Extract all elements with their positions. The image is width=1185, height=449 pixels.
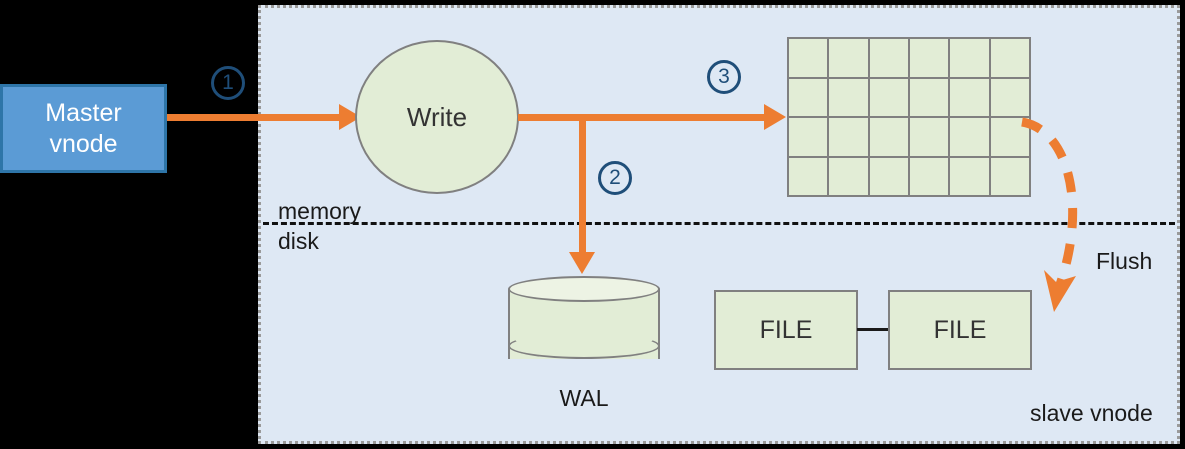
memtable-cell <box>829 118 868 156</box>
memtable-cell <box>789 78 828 116</box>
memtable-cell <box>990 157 1029 195</box>
memory-disk-divider <box>263 222 1175 225</box>
flush-label: Flush <box>1096 248 1153 274</box>
step-circle-3: 3 <box>707 60 741 94</box>
memtable-cell <box>829 78 868 116</box>
memtable-cell <box>789 157 828 195</box>
file-box-1-label: FILE <box>759 315 813 344</box>
memtable-cell <box>789 118 828 156</box>
disk-label: disk <box>278 228 319 254</box>
memtable-cell <box>909 157 949 195</box>
master-vnode-label: Master vnode <box>45 99 122 158</box>
memtable-cell <box>990 78 1029 116</box>
master-vnode-box[interactable]: Master vnode <box>0 84 167 173</box>
memtable-cell <box>950 118 989 156</box>
memtable-cell <box>829 157 868 195</box>
memtable-cell <box>909 39 949 77</box>
file-connector-line <box>857 328 889 331</box>
memtable-cell <box>789 39 828 77</box>
wal-cylinder[interactable] <box>508 276 660 372</box>
wal-cylinder-bottom <box>508 333 660 359</box>
memtable-grid[interactable] <box>787 37 1031 197</box>
wal-cylinder-top <box>508 276 660 302</box>
memtable-cell <box>869 157 908 195</box>
arrow-write-to-wal-line <box>579 114 586 256</box>
step-circle-1: 1 <box>211 66 245 100</box>
memtable-cell <box>990 39 1029 77</box>
wal-label: WAL <box>559 385 609 411</box>
memtable-cell <box>909 78 949 116</box>
memtable-cell <box>950 39 989 77</box>
memtable-cell <box>869 78 908 116</box>
memory-label: memory <box>278 198 362 224</box>
memtable-cell <box>950 78 989 116</box>
arrow-master-to-write-line <box>167 114 342 121</box>
memtable-cell <box>950 157 989 195</box>
file-box-2-label: FILE <box>933 315 987 344</box>
memtable-cell <box>909 118 949 156</box>
slave-vnode-caption: slave vnode <box>1030 400 1153 426</box>
flush-arrow-icon <box>1020 117 1078 312</box>
memtable-cell <box>869 39 908 77</box>
arrow-write-to-memtable-line <box>518 114 766 121</box>
file-box-2[interactable]: FILE <box>888 290 1032 370</box>
write-node-label: Write <box>406 101 468 132</box>
write-node[interactable]: Write <box>355 40 519 194</box>
arrow-write-to-wal-head-icon <box>569 252 595 274</box>
step-circle-2: 2 <box>598 161 632 195</box>
arrow-write-to-memtable-head-icon <box>764 104 786 130</box>
file-box-1[interactable]: FILE <box>714 290 858 370</box>
memtable-cell <box>829 39 868 77</box>
memtable-cell <box>869 118 908 156</box>
